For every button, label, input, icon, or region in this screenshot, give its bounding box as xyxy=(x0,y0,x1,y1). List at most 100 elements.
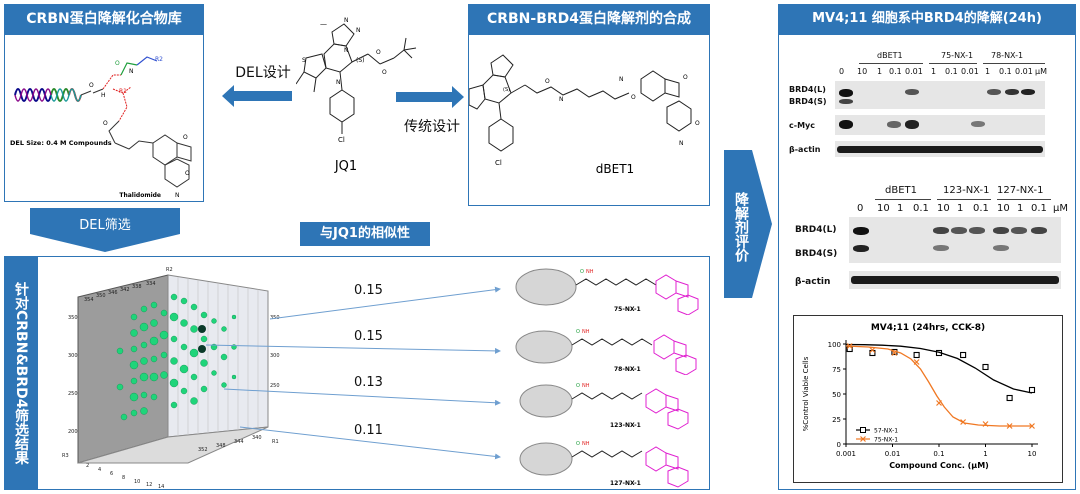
data-point-75-NX-1 xyxy=(1029,423,1035,429)
svg-text:14: 14 xyxy=(158,484,164,489)
blot2-group-lines xyxy=(875,199,1055,201)
svg-text:O: O xyxy=(576,383,580,389)
data-point-57-NX-1 xyxy=(1028,386,1036,394)
library-title: CRBN蛋白降解化合物库 xyxy=(4,4,204,34)
y-axis-label: %Control Viable Cells xyxy=(802,356,810,431)
svg-text:R1: R1 xyxy=(119,88,127,95)
compound-card-78: O NH 78-NX-1 xyxy=(514,321,704,376)
svg-text:342: 342 xyxy=(120,287,130,293)
chart-title: MV4;11 (24hrs, CCK-8) xyxy=(871,323,985,333)
svg-text:H: H xyxy=(101,92,106,99)
dna-tag-icon xyxy=(14,88,82,102)
svg-text:S: S xyxy=(302,57,306,64)
del-design-arrow xyxy=(222,85,292,107)
y-tick-label: 50 xyxy=(832,391,841,399)
scatter-3d: 350 300 250 200 350 300 250 2 4 6 8 10 1… xyxy=(62,267,280,490)
svg-text:75-NX-1: 75-NX-1 xyxy=(614,306,641,313)
svg-text:250: 250 xyxy=(68,391,78,397)
blot1-row-brd4l: BRD4(L) xyxy=(789,85,826,94)
svg-text:DEL Size: 0.4 M Compounds: DEL Size: 0.4 M Compounds xyxy=(10,139,112,147)
svg-text:334: 334 xyxy=(146,281,156,287)
svg-text:N: N xyxy=(336,79,341,86)
scatter-hit-2 xyxy=(198,345,206,353)
traditional-design-arrow xyxy=(396,86,464,108)
blot1-row-brd4s: BRD4(S) xyxy=(789,97,827,106)
screen-results-panel: 350 300 250 200 350 300 250 2 4 6 8 10 1… xyxy=(38,256,710,490)
data-point-57-NX-1 xyxy=(982,363,989,371)
blot1-conc-9: 0.1 xyxy=(999,67,1012,76)
svg-text:78-NX-1: 78-NX-1 xyxy=(614,366,641,373)
del-screen-label: DEL筛选 xyxy=(79,218,131,233)
blot2-conc-unit: μM xyxy=(1053,203,1068,214)
svg-text:O: O xyxy=(545,78,550,85)
blot1-group-75: 75-NX-1 xyxy=(941,51,974,60)
svg-text:O: O xyxy=(115,60,120,67)
svg-text:4: 4 xyxy=(98,467,101,473)
blot1-conc-1: 10 xyxy=(857,67,868,76)
library-structure: O H R1 O N R2 O O O N DEL Size: 0.4 M Co… xyxy=(10,56,192,199)
svg-text:R2: R2 xyxy=(155,56,163,63)
svg-text:350: 350 xyxy=(68,315,78,321)
svg-text:Cl: Cl xyxy=(495,159,502,167)
similarity-value-1: 0.15 xyxy=(354,283,383,298)
blot1-conc-10: 0.01 xyxy=(1015,67,1033,76)
blot1-conc-0: 0 xyxy=(839,67,845,76)
svg-text:6: 6 xyxy=(110,471,113,477)
pointer-arrows xyxy=(205,286,501,460)
compound-card-127: O NH 127-NX-1 xyxy=(514,433,704,489)
legend-marker-75-NX-1 xyxy=(860,436,866,442)
screen-results-sidebar: 针对CRBN&BRD4筛选结果 xyxy=(4,256,38,490)
blot1-conc-4: 0.01 xyxy=(905,67,923,76)
data-point-75-NX-1 xyxy=(982,421,989,427)
svg-text:O: O xyxy=(576,441,580,447)
right-panel: dBET1 75-NX-1 78-NX-1 0 10 1 0.1 0.01 1 … xyxy=(778,34,1076,490)
svg-text:R3: R3 xyxy=(62,453,69,459)
library-panel: O H R1 O N R2 O O O N DEL Size: 0.4 M Co… xyxy=(4,34,204,202)
svg-text:348: 348 xyxy=(216,443,226,449)
svg-text:300: 300 xyxy=(68,353,78,359)
svg-text:JQ1: JQ1 xyxy=(334,159,357,174)
blot1-group-lines xyxy=(859,63,1049,65)
svg-text:250: 250 xyxy=(270,383,280,389)
svg-text:dBET1: dBET1 xyxy=(596,162,634,176)
data-point-75-NX-1 xyxy=(869,347,876,353)
data-point-57-NX-1 xyxy=(935,349,943,357)
blot1-conc-2: 1 xyxy=(877,67,883,76)
legend-marker-57-NX-1 xyxy=(860,427,866,433)
legend-label-57-NX-1: 57-NX-1 xyxy=(874,428,898,435)
y-tick-label: 100 xyxy=(828,341,841,349)
blot2-row-brd4l: BRD4(L) xyxy=(795,225,837,235)
svg-text:O: O xyxy=(183,134,188,141)
svg-text:O: O xyxy=(376,49,381,56)
svg-text:N: N xyxy=(559,96,564,103)
blot2-conc-1: 10 xyxy=(877,203,890,214)
x-axis-label: Compound Conc. (μM) xyxy=(889,461,989,470)
svg-text:354: 354 xyxy=(84,297,94,303)
blot1-brd4-image xyxy=(835,81,1045,109)
svg-text:12: 12 xyxy=(146,482,152,488)
x-tick-label: 0.01 xyxy=(885,450,901,458)
svg-text:346: 346 xyxy=(108,290,118,296)
data-point-57-NX-1 xyxy=(960,351,967,359)
svg-text:10: 10 xyxy=(134,479,140,485)
svg-text:Cl: Cl xyxy=(338,136,345,144)
blot1-group-78: 78-NX-1 xyxy=(991,51,1024,60)
blot2-conc-0: 0 xyxy=(857,203,864,214)
blot2-conc-2: 1 xyxy=(897,203,904,214)
blot1-conc-6: 0.1 xyxy=(945,67,958,76)
fit-curve-57-NX-1 xyxy=(845,343,1033,394)
svg-text:NH: NH xyxy=(582,329,590,335)
data-point-75-NX-1 xyxy=(936,400,942,406)
svg-text:340: 340 xyxy=(252,435,262,441)
x-tick-label: 1 xyxy=(983,450,987,458)
data-point-75-NX-1 xyxy=(846,343,853,349)
blot1-conc-8: 1 xyxy=(985,67,991,76)
blot2-conc-5: 1 xyxy=(957,203,964,214)
svg-text:N: N xyxy=(129,68,134,75)
data-point-75-NX-1 xyxy=(891,350,898,356)
blot2-group-dbet1: dBET1 xyxy=(885,185,917,196)
svg-text:N: N xyxy=(356,27,361,34)
blot2-actin-image xyxy=(849,271,1061,289)
data-point-75-NX-1 xyxy=(913,359,920,365)
